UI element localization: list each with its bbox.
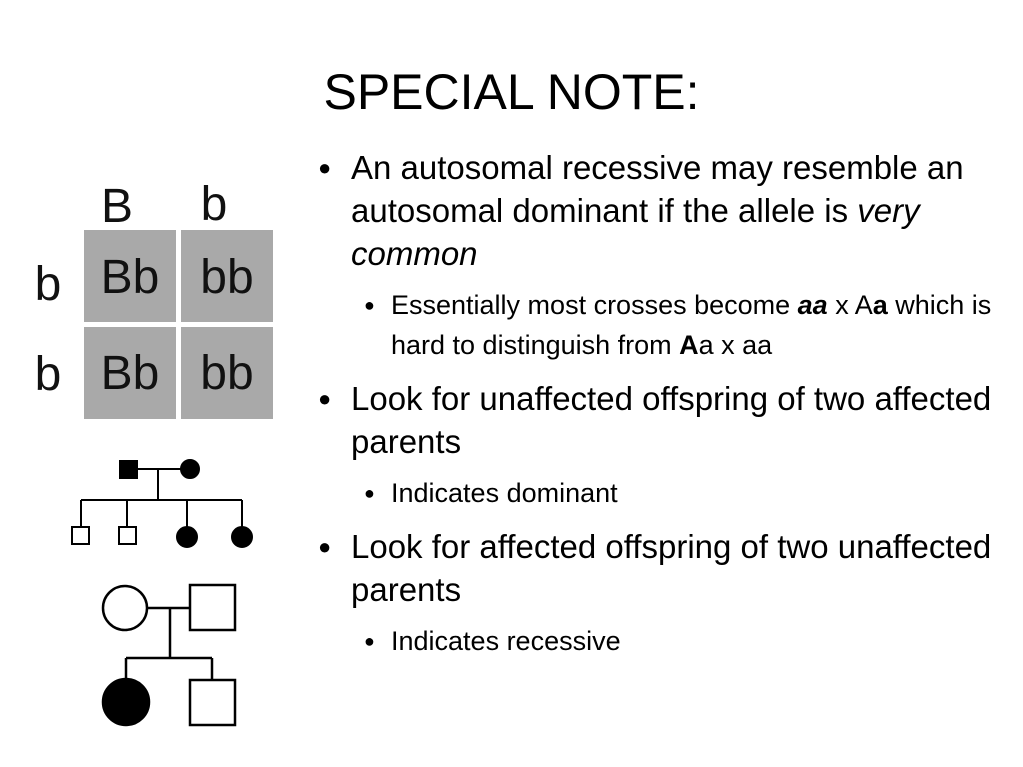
bullet-text: Look for unaffected offspring of two aff…	[351, 380, 992, 460]
punnett-square: B b b b Bb bb Bb bb	[35, 178, 273, 419]
sub-bullet-text: which is hard to distinguish from	[391, 290, 992, 360]
bullet-dot: ●	[318, 386, 332, 411]
affected-female-symbol	[231, 526, 253, 548]
punnett-cell	[181, 327, 273, 419]
bullet-text: An autosomal recessive may resemble an a…	[351, 149, 964, 229]
unaffected-male-symbol	[188, 678, 237, 727]
punnett-cell	[84, 230, 176, 322]
affected-male-symbol	[119, 460, 138, 479]
bullet-item: ● Look for unaffected offspring of two a…	[318, 377, 1008, 463]
punnett-col-header: b	[201, 178, 228, 231]
unaffected-male-symbol	[118, 526, 137, 545]
bullet-item: ● Look for affected offspring of two una…	[318, 525, 1008, 611]
sub-bullet-text: x A	[827, 290, 873, 320]
bullet-emphasis: very common	[351, 192, 920, 272]
bullet-list: ● An autosomal recessive may resemble an…	[318, 146, 1008, 673]
genotype-emphasis: A	[679, 330, 699, 360]
affected-female-symbol	[180, 459, 200, 479]
punnett-cell-label: Bb	[101, 347, 160, 400]
unaffected-male-symbol	[188, 583, 237, 632]
bullet-item: ● An autosomal recessive may resemble an…	[318, 146, 1008, 275]
unaffected-male-symbol	[71, 526, 90, 545]
affected-female-symbol	[176, 526, 198, 548]
unaffected-female-symbol	[101, 584, 149, 632]
bullet-dot: ●	[364, 295, 375, 315]
punnett-cell-label: Bb	[101, 251, 160, 304]
sub-bullet-text: a x aa	[698, 330, 773, 360]
sub-bullet-item: ● Indicates dominant	[318, 473, 1008, 513]
bullet-dot: ●	[364, 483, 375, 503]
pedigree-unaffected-parents	[101, 583, 237, 727]
punnett-cell	[181, 230, 273, 322]
sub-bullet-text: Indicates recessive	[391, 626, 621, 656]
bullet-text: Look for affected offspring of two unaff…	[351, 528, 992, 608]
slide-title: SPECIAL NOTE:	[323, 64, 700, 120]
genetics-figure: B b b b Bb bb Bb bb	[35, 178, 273, 727]
affected-female-symbol	[101, 677, 151, 727]
punnett-col-header: B	[101, 180, 133, 233]
punnett-cell-label: bb	[200, 347, 253, 400]
bullet-dot: ●	[364, 631, 375, 651]
pedigree-affected-parents	[71, 459, 253, 548]
punnett-row-header: b	[35, 348, 62, 401]
genotype-emphasis: aa	[797, 290, 828, 320]
punnett-cell	[84, 327, 176, 419]
sub-bullet-item: ● Essentially most crosses become aa x A…	[318, 285, 1008, 365]
sub-bullet-item: ● Indicates recessive	[318, 621, 1008, 661]
genotype-emphasis: a	[872, 290, 888, 320]
sub-bullet-text: Essentially most crosses become	[391, 290, 798, 320]
bullet-dot: ●	[318, 534, 332, 559]
punnett-row-header: b	[35, 258, 62, 311]
bullet-dot: ●	[318, 155, 332, 180]
punnett-cell-label: bb	[200, 251, 253, 304]
sub-bullet-text: Indicates dominant	[391, 478, 618, 508]
